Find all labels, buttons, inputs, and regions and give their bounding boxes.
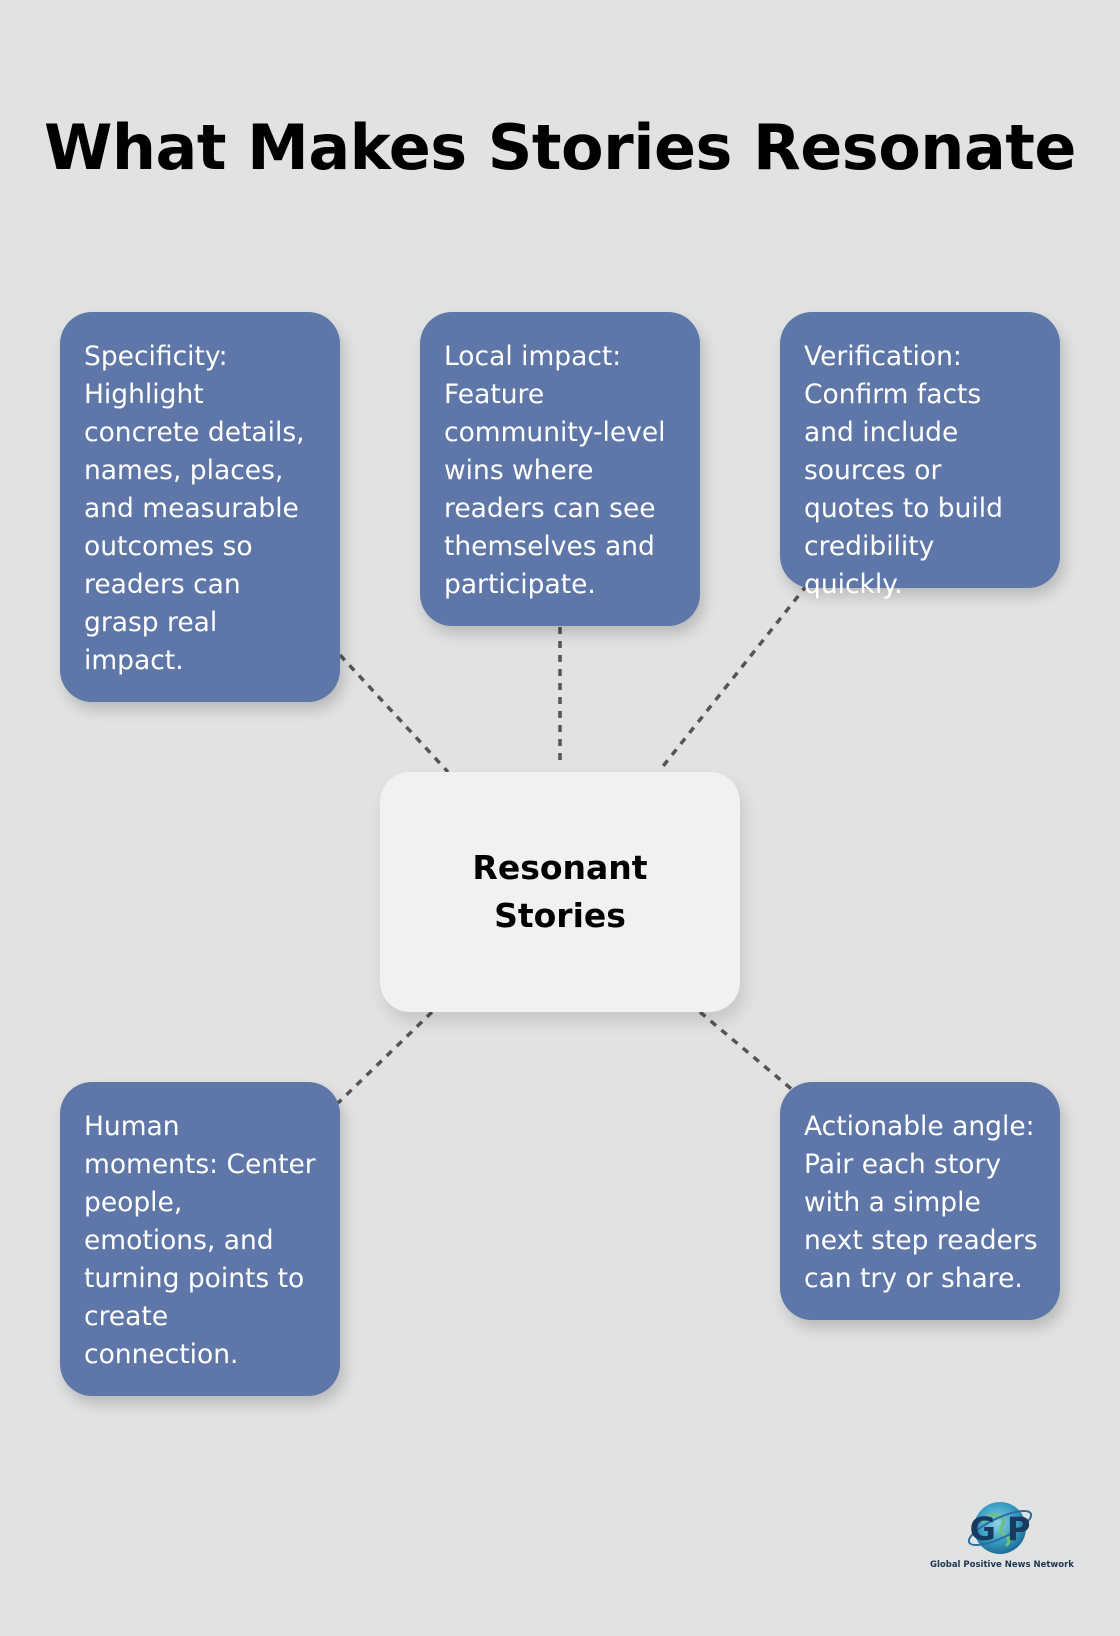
node-local-impact-text: Local impact: Feature community-level wi… (444, 341, 666, 600)
node-actionable-angle: Actionable angle: Pair each story with a… (780, 1082, 1060, 1320)
connector-human-moments (336, 1010, 434, 1105)
connector-actionable-angle (698, 1010, 797, 1094)
center-node: Resonant Stories (380, 772, 740, 1012)
node-verification: Verification: Confirm facts and include … (780, 312, 1060, 600)
connector-verification (658, 583, 809, 772)
logo-letters: G P (970, 1510, 1031, 1548)
node-human-moments: Human moments: Center people, emotions, … (60, 1082, 340, 1396)
connector-specificity (338, 653, 450, 774)
logo-caption: Global Positive News Network (930, 1560, 1074, 1570)
node-human-moments-text: Human moments: Center people, emotions, … (84, 1111, 316, 1370)
globe-icon: G P (967, 1502, 1033, 1554)
node-verification-text: Verification: Confirm facts and include … (804, 341, 1003, 600)
node-local-impact: Local impact: Feature community-level wi… (420, 312, 700, 626)
center-node-label: Resonant Stories (472, 848, 648, 935)
node-actionable-angle-text: Actionable angle: Pair each story with a… (804, 1111, 1038, 1294)
node-specificity-text: Specificity: Highlight concrete details,… (84, 341, 305, 676)
brand-logo: G P Global Positive News Network (930, 1494, 1074, 1574)
node-specificity: Specificity: Highlight concrete details,… (60, 312, 340, 702)
page-title: What Makes Stories Resonate (44, 111, 1076, 184)
